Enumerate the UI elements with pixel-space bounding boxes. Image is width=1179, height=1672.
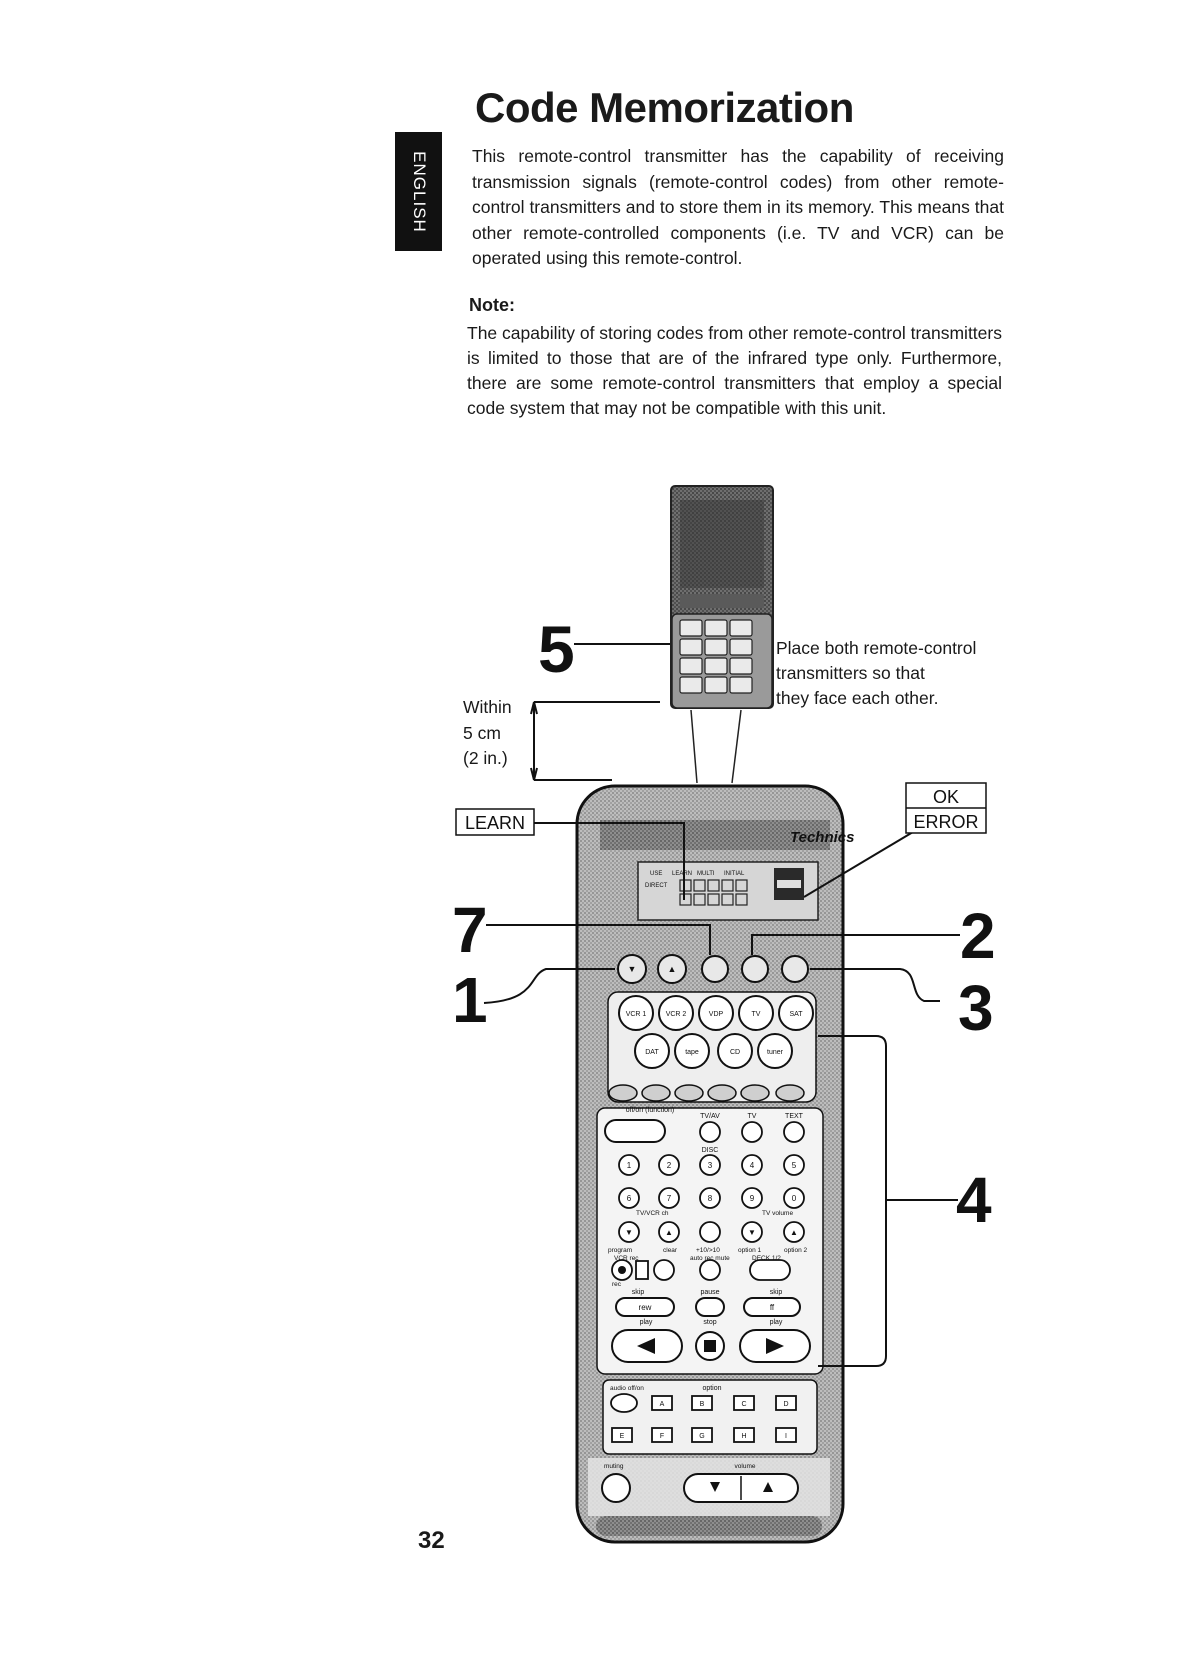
btn-tape: tape (685, 1049, 699, 1056)
label-ch: TV/VCR ch (636, 1210, 669, 1217)
label-play: play (770, 1319, 783, 1326)
svg-text:▼: ▼ (625, 1228, 633, 1237)
btn-vcr1: VCR 1 (626, 1011, 647, 1018)
place-note-line-1: Place both remote-control (776, 638, 976, 658)
svg-text:▲: ▲ (668, 964, 677, 974)
label-vcr-rec: VCR rec (614, 1255, 639, 1262)
label-tv-volume: TV volume (762, 1210, 793, 1217)
place-note-line-2: transmitters so that (776, 663, 925, 683)
svg-text:▲: ▲ (790, 1228, 798, 1237)
distance-line-3: (2 in.) (463, 748, 508, 768)
distance-line-2: 5 cm (463, 723, 501, 743)
num-0: 0 (792, 1194, 797, 1203)
label-disc: DISC (702, 1147, 719, 1154)
opt-i: I (785, 1433, 787, 1440)
label-rec: rec (612, 1281, 622, 1288)
indicator-direct: DIRECT (645, 883, 668, 889)
place-note-line-3: they face each other. (776, 688, 938, 708)
num-8: 8 (708, 1194, 713, 1203)
opt-g: G (699, 1433, 704, 1440)
label-program: program (608, 1247, 632, 1254)
page-number: 32 (418, 1527, 445, 1554)
indicator-use: USE (650, 871, 662, 877)
language-tab: ENGLISH (395, 132, 442, 251)
callout-3: 3 (958, 972, 994, 1044)
label-volume: volume (735, 1463, 756, 1470)
num-7: 7 (667, 1194, 672, 1203)
num-5: 5 (792, 1161, 797, 1170)
callout-4: 4 (956, 1164, 992, 1236)
num-4: 4 (750, 1161, 755, 1170)
label-muting: muting (604, 1463, 624, 1470)
svg-text:▲: ▲ (665, 1228, 673, 1237)
btn-tv: TV (752, 1011, 761, 1018)
remote-brand: Technics (790, 829, 854, 846)
num-2: 2 (667, 1161, 672, 1170)
label-plus10: +10/>10 (696, 1247, 720, 1254)
svg-text:▼: ▼ (748, 1228, 756, 1237)
indicator-multi: MULTI (697, 871, 715, 877)
num-9: 9 (750, 1194, 755, 1203)
label-play-back: play (640, 1319, 653, 1326)
label-pause: pause (700, 1289, 719, 1296)
opt-e: E (620, 1433, 625, 1440)
learn-label-box (455, 808, 535, 836)
label-clear: clear (663, 1247, 678, 1254)
intro-paragraph: This remote-control transmitter has the … (472, 146, 1004, 268)
label-skip-fwd: skip (770, 1289, 783, 1296)
callout-1: 1 (452, 964, 488, 1036)
source-remote (670, 485, 774, 784)
callout-5: 5 (538, 612, 575, 686)
svg-text:▼: ▼ (628, 964, 637, 974)
label-audio: audio off/on (610, 1385, 644, 1392)
opt-b: B (700, 1401, 705, 1408)
error-label: ERROR (913, 812, 978, 832)
note-paragraph: The capability of storing codes from oth… (467, 323, 1002, 418)
learning-remote: Technics USE LEARN MULTI INITIAL DIRECT … (575, 784, 854, 1544)
btn-dat: DAT (645, 1049, 659, 1056)
btn-sat: SAT (789, 1011, 803, 1018)
opt-c: C (741, 1401, 746, 1408)
label-option1: option 1 (738, 1247, 762, 1254)
label-tv: TV (748, 1113, 757, 1120)
btn-vcr2: VCR 2 (666, 1011, 687, 1018)
indicator-learn: LEARN (672, 871, 692, 877)
label-deck: DECK 1/2 (752, 1255, 781, 1262)
num-6: 6 (627, 1194, 632, 1203)
opt-a: A (660, 1401, 665, 1408)
label-tvav: TV/AV (700, 1113, 720, 1120)
opt-d: D (783, 1401, 788, 1408)
label-text: TEXT (785, 1113, 804, 1120)
num-3: 3 (708, 1161, 713, 1170)
btn-tuner: tuner (767, 1049, 784, 1056)
btn-cd: CD (730, 1049, 740, 1056)
btn-rew: rew (639, 1303, 652, 1312)
indicator-initial: INITIAL (724, 871, 745, 877)
distance-line-1: Within (463, 697, 512, 717)
label-option: option (702, 1385, 721, 1392)
opt-f: F (660, 1433, 664, 1440)
opt-h: H (741, 1433, 746, 1440)
label-auto-rec: auto rec mute (690, 1255, 730, 1262)
learn-label: LEARN (465, 813, 525, 833)
btn-vdp: VDP (709, 1011, 724, 1018)
func-label: off/on (function) (626, 1107, 675, 1114)
label-stop: stop (703, 1319, 716, 1326)
callout-7: 7 (452, 894, 488, 966)
num-1: 1 (627, 1161, 632, 1170)
page-title: Code Memorization (475, 84, 854, 131)
callout-2: 2 (960, 900, 996, 972)
label-skip-back: skip (632, 1289, 645, 1296)
label-option2: option 2 (784, 1247, 808, 1254)
ok-label: OK (933, 787, 959, 807)
btn-ff: ff (770, 1303, 775, 1312)
note-heading: Note: (469, 295, 515, 315)
leader-lines (483, 643, 960, 1367)
